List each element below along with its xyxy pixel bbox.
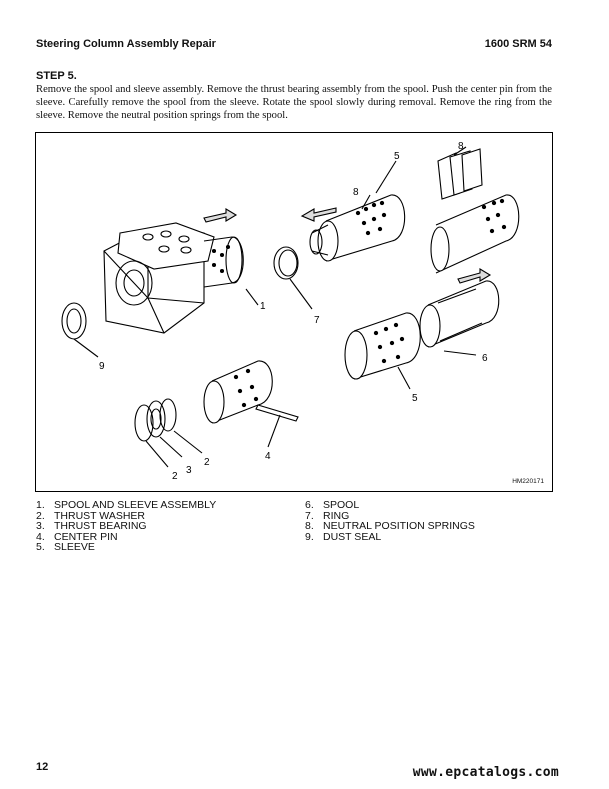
thrust-bearing [146, 400, 166, 438]
callout-3: 3 [186, 465, 192, 476]
thrust-washer [134, 404, 154, 442]
legend-number: 9. [305, 530, 314, 543]
legend-label: THRUST BEARING [54, 520, 147, 532]
legend-label: SPOOL [323, 499, 360, 511]
legend-label: THRUST WASHER [54, 509, 146, 522]
watermark-link[interactable]: www.epcatalogs.com [412, 765, 559, 780]
legend-number: 6. [305, 499, 314, 511]
legend-item: 7. RING [305, 509, 475, 522]
callout-5a: 5 [394, 151, 400, 162]
exploded-view-figure: 1 2 2 3 4 5 5 6 7 8 8 9 HM220171 [35, 132, 553, 492]
callout-8a: 8 [353, 187, 359, 198]
spool-with-springs [430, 148, 520, 274]
legend-item: 5. SLEEVE [36, 542, 216, 553]
legend-right: 6. SPOOL 7. RING 8. NEUTRAL POSITION SPRING… [305, 500, 475, 542]
callout-6: 6 [482, 353, 488, 364]
legend-left: 1. SPOOL AND SLEEVE ASSEMBLY 2. THRUST WAS… [36, 500, 216, 553]
legend-item: 6. SPOOL [305, 500, 475, 511]
center-pin [255, 404, 299, 422]
step-heading: STEP 5. [36, 70, 77, 82]
legend-number: 3. [36, 520, 45, 532]
legend-label: SPOOL AND SLEEVE ASSEMBLY [54, 499, 217, 511]
callout-8b: 8 [458, 141, 464, 152]
step-instructions: Remove the spool and sleeve assembly. Re… [36, 84, 552, 121]
manual-code: 1600 SRM 54 [484, 38, 552, 50]
legend-number: 5. [36, 541, 45, 553]
legend-number: 4. [36, 530, 45, 543]
legend-item: 4. CENTER PIN [36, 530, 216, 543]
legend-number: 8. [305, 520, 314, 532]
exploded-view-drawing: 1 2 2 3 4 5 5 6 7 8 8 9 [61, 141, 520, 482]
section-title: Steering Column Assembly Repair [36, 38, 216, 50]
callout-5b: 5 [412, 393, 418, 404]
legend-number: 7. [305, 509, 314, 522]
legend-item: 8. NEUTRAL POSITION SPRINGS [305, 521, 475, 532]
legend-label: CENTER PIN [54, 530, 118, 543]
legend-number: 2. [36, 509, 45, 522]
ring [273, 246, 299, 280]
legend-label: DUST SEAL [323, 530, 382, 543]
callout-2b: 2 [204, 457, 210, 468]
legend-item: 1. SPOOL AND SLEEVE ASSEMBLY [36, 500, 216, 511]
spool-sleeve-assembly-bottom [203, 360, 273, 424]
callout-7: 7 [314, 315, 320, 326]
figure-id: HM220171 [512, 478, 544, 485]
dust-seal [61, 302, 87, 340]
callout-1: 1 [260, 301, 266, 312]
callout-2a: 2 [172, 471, 178, 482]
legend-item: 2. THRUST WASHER [36, 509, 216, 522]
legend-label: NEUTRAL POSITION SPRINGS [323, 520, 475, 532]
sleeve [344, 312, 421, 380]
callout-4: 4 [265, 451, 271, 462]
legend-label: RING [323, 509, 350, 522]
legend-item: 9. DUST SEAL [305, 530, 475, 543]
legend-label: SLEEVE [54, 541, 95, 553]
spool-sleeve-assembly-top [309, 194, 406, 262]
callout-9: 9 [99, 361, 105, 372]
steering-unit-housing [103, 222, 244, 334]
page-number: 12 [36, 761, 49, 773]
spool [419, 280, 500, 348]
legend-item: 3. THRUST BEARING [36, 521, 216, 532]
legend-number: 1. [36, 499, 45, 511]
